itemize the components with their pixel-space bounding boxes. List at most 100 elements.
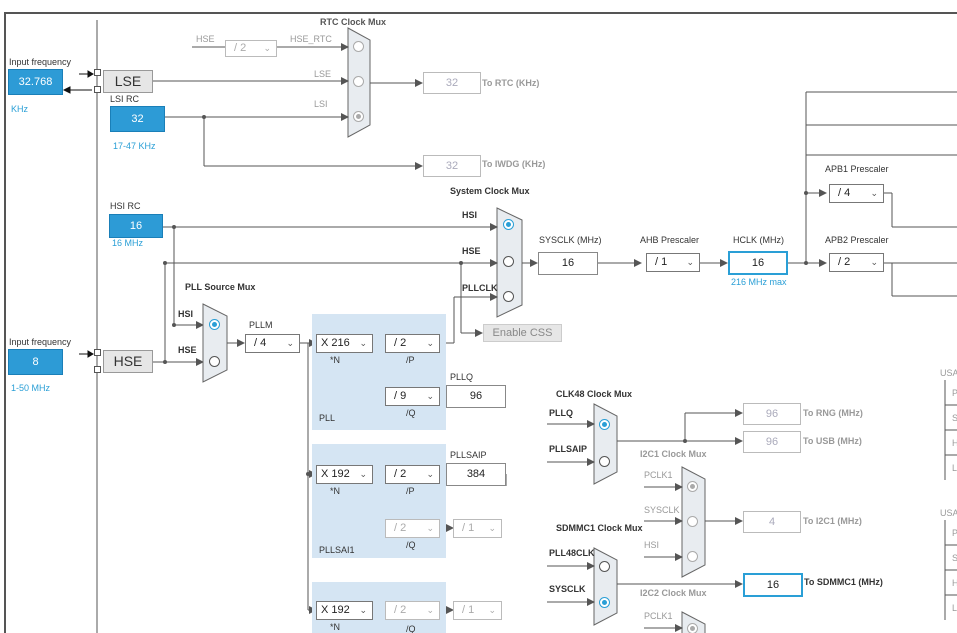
- pllsai1-panel: [312, 444, 446, 558]
- pll-source-mux-title: PLL Source Mux: [185, 282, 256, 292]
- pll3-q-dropdown[interactable]: / 1⌄: [453, 601, 502, 620]
- pll-name: PLL: [319, 413, 336, 423]
- hse-input-frequency-field[interactable]: 8: [8, 349, 63, 375]
- sys-mux-pllclk-label: PLLCLK: [462, 283, 498, 293]
- sys-mux-radio-hse[interactable]: [503, 256, 514, 267]
- rtc-mux-radio-lse[interactable]: [353, 76, 364, 87]
- ahb-prescaler-dropdown[interactable]: / 1 ⌄: [646, 253, 700, 272]
- pll-src-hse-label: HSE: [178, 345, 197, 355]
- apb1-prescaler-value: / 4: [838, 187, 851, 199]
- rtc-hse-divider-dropdown[interactable]: / 2⌄: [225, 40, 277, 57]
- pllsai1-n-label: *N: [330, 486, 341, 496]
- hsi-frequency: 16 MHz: [112, 238, 144, 248]
- pllsai1-q2-dropdown[interactable]: / 1⌄: [453, 519, 502, 538]
- i2c1-radio-hsi[interactable]: [687, 551, 698, 562]
- pll-panel: [312, 314, 446, 430]
- pll-p-dropdown[interactable]: / 2 ⌄: [385, 334, 440, 353]
- sdmmc1-mux-title: SDMMC1 Clock Mux: [556, 523, 643, 533]
- chevron-down-icon: ⌄: [686, 257, 694, 267]
- chevron-down-icon: ⌄: [263, 43, 271, 53]
- sdmmc1-radio-pll48clk[interactable]: [599, 561, 610, 572]
- lse-pin-connector-2: [94, 86, 101, 93]
- rtc-mux-radio-hse[interactable]: [353, 41, 364, 52]
- i2c1-radio-pclk1[interactable]: [687, 481, 698, 492]
- right-fragment-l1: L: [952, 463, 957, 473]
- pllm-dropdown[interactable]: / 4⌄: [245, 334, 300, 353]
- right-fragment-p1: P: [952, 388, 957, 398]
- chevron-down-icon: ⌄: [488, 605, 496, 615]
- chevron-down-icon: ⌄: [426, 338, 434, 348]
- chevron-down-icon: ⌄: [286, 338, 294, 348]
- pll-src-radio-hse[interactable]: [209, 356, 220, 367]
- sysclk-label: SYSCLK (MHz): [539, 235, 602, 245]
- sys-mux-hse-label: HSE: [462, 246, 481, 256]
- lse-unit: KHz: [11, 104, 29, 114]
- diagram-frame: [4, 12, 957, 633]
- system-clock-mux-title: System Clock Mux: [450, 186, 530, 196]
- hse-pin-connector-2: [94, 366, 101, 373]
- pll-p-value: / 2: [394, 337, 407, 349]
- lse-pin-connector: [94, 69, 101, 76]
- pll-n-dropdown[interactable]: X 216⌄: [316, 334, 373, 353]
- sdmmc1-radio-sysclk[interactable]: [599, 597, 610, 608]
- chevron-down-icon: ⌄: [426, 605, 434, 615]
- rng-output-label: To RNG (MHz): [803, 408, 863, 418]
- ahb-prescaler-label: AHB Prescaler: [640, 235, 700, 245]
- sysclk-value: 16: [538, 252, 598, 275]
- right-fragment-s1: S: [952, 413, 957, 423]
- right-fragment-s2: S: [952, 553, 957, 563]
- i2c2-radio-pclk1[interactable]: [687, 623, 698, 633]
- rng-output-value: 96: [743, 403, 801, 425]
- pll3-p-dropdown[interactable]: / 2⌄: [385, 601, 440, 620]
- clk48-radio-pllsaip[interactable]: [599, 456, 610, 467]
- pll-src-hsi-label: HSI: [178, 309, 194, 319]
- chevron-down-icon: ⌄: [359, 469, 367, 479]
- right-fragment-h2: H: [952, 578, 957, 588]
- right-usart-fragment-1: USA: [940, 368, 957, 378]
- pll3-n-dropdown[interactable]: X 192⌄: [316, 601, 373, 620]
- pllsaip-label: PLLSAIP: [450, 450, 487, 460]
- sdmmc1-output-value[interactable]: 16: [743, 573, 803, 597]
- apb2-prescaler-value: / 2: [838, 256, 851, 268]
- chevron-down-icon: ⌄: [870, 257, 878, 267]
- ahb-prescaler-value: / 1: [655, 256, 668, 268]
- rtc-hse-label: HSE: [196, 34, 215, 44]
- lse-input-frequency-field[interactable]: 32.768: [8, 69, 63, 95]
- pllsai1-q-value: / 2: [394, 522, 407, 534]
- apb2-prescaler-dropdown[interactable]: / 2 ⌄: [829, 253, 884, 272]
- sys-mux-radio-pllclk[interactable]: [503, 291, 514, 302]
- rtc-hse-rtc-label: HSE_RTC: [290, 34, 332, 44]
- pll-q-dropdown[interactable]: / 9⌄: [385, 387, 440, 406]
- pllsai1-n-dropdown[interactable]: X 192 ⌄: [316, 465, 373, 484]
- enable-css-button[interactable]: Enable CSS: [483, 324, 562, 342]
- pllsai1-q-label: /Q: [406, 540, 416, 550]
- pllq-value: 96: [446, 385, 506, 408]
- rtc-mux-radio-lsi[interactable]: [353, 111, 364, 122]
- pll-q-label: /Q: [406, 408, 416, 418]
- lsi-value: 32: [110, 106, 165, 132]
- sys-mux-radio-hsi[interactable]: [503, 219, 514, 230]
- clk48-radio-pllq[interactable]: [599, 419, 610, 430]
- sdmmc1-pll48clk-label: PLL48CLK: [549, 548, 595, 558]
- rtc-output-value: 32: [423, 72, 481, 94]
- pllsai1-q-dropdown[interactable]: / 2⌄: [385, 519, 440, 538]
- hsi-value: 16: [109, 214, 163, 238]
- pll-n-value: X 216: [321, 337, 350, 349]
- i2c1-radio-sysclk[interactable]: [687, 516, 698, 527]
- lse-block[interactable]: LSE: [103, 70, 153, 93]
- iwdg-output-label: To IWDG (KHz): [482, 159, 546, 169]
- rtc-lsi-label: LSI: [314, 99, 328, 109]
- sys-mux-hsi-label: HSI: [462, 210, 478, 220]
- hclk-value-input[interactable]: 16: [728, 251, 788, 275]
- pll-src-radio-hsi[interactable]: [209, 319, 220, 330]
- pll-p-label: /P: [406, 355, 415, 365]
- pllsai1-p-dropdown[interactable]: / 2⌄: [385, 465, 440, 484]
- pllq-label: PLLQ: [450, 372, 474, 382]
- pllsai1-n-value: X 192: [321, 468, 350, 480]
- apb1-prescaler-label: APB1 Prescaler: [825, 164, 889, 174]
- chevron-down-icon: ⌄: [870, 188, 878, 198]
- hse-block[interactable]: HSE: [103, 350, 153, 373]
- pllsai1-p-label: /P: [406, 486, 415, 496]
- apb1-prescaler-dropdown[interactable]: / 4 ⌄: [829, 184, 884, 203]
- i2c1-hsi-label: HSI: [644, 540, 660, 550]
